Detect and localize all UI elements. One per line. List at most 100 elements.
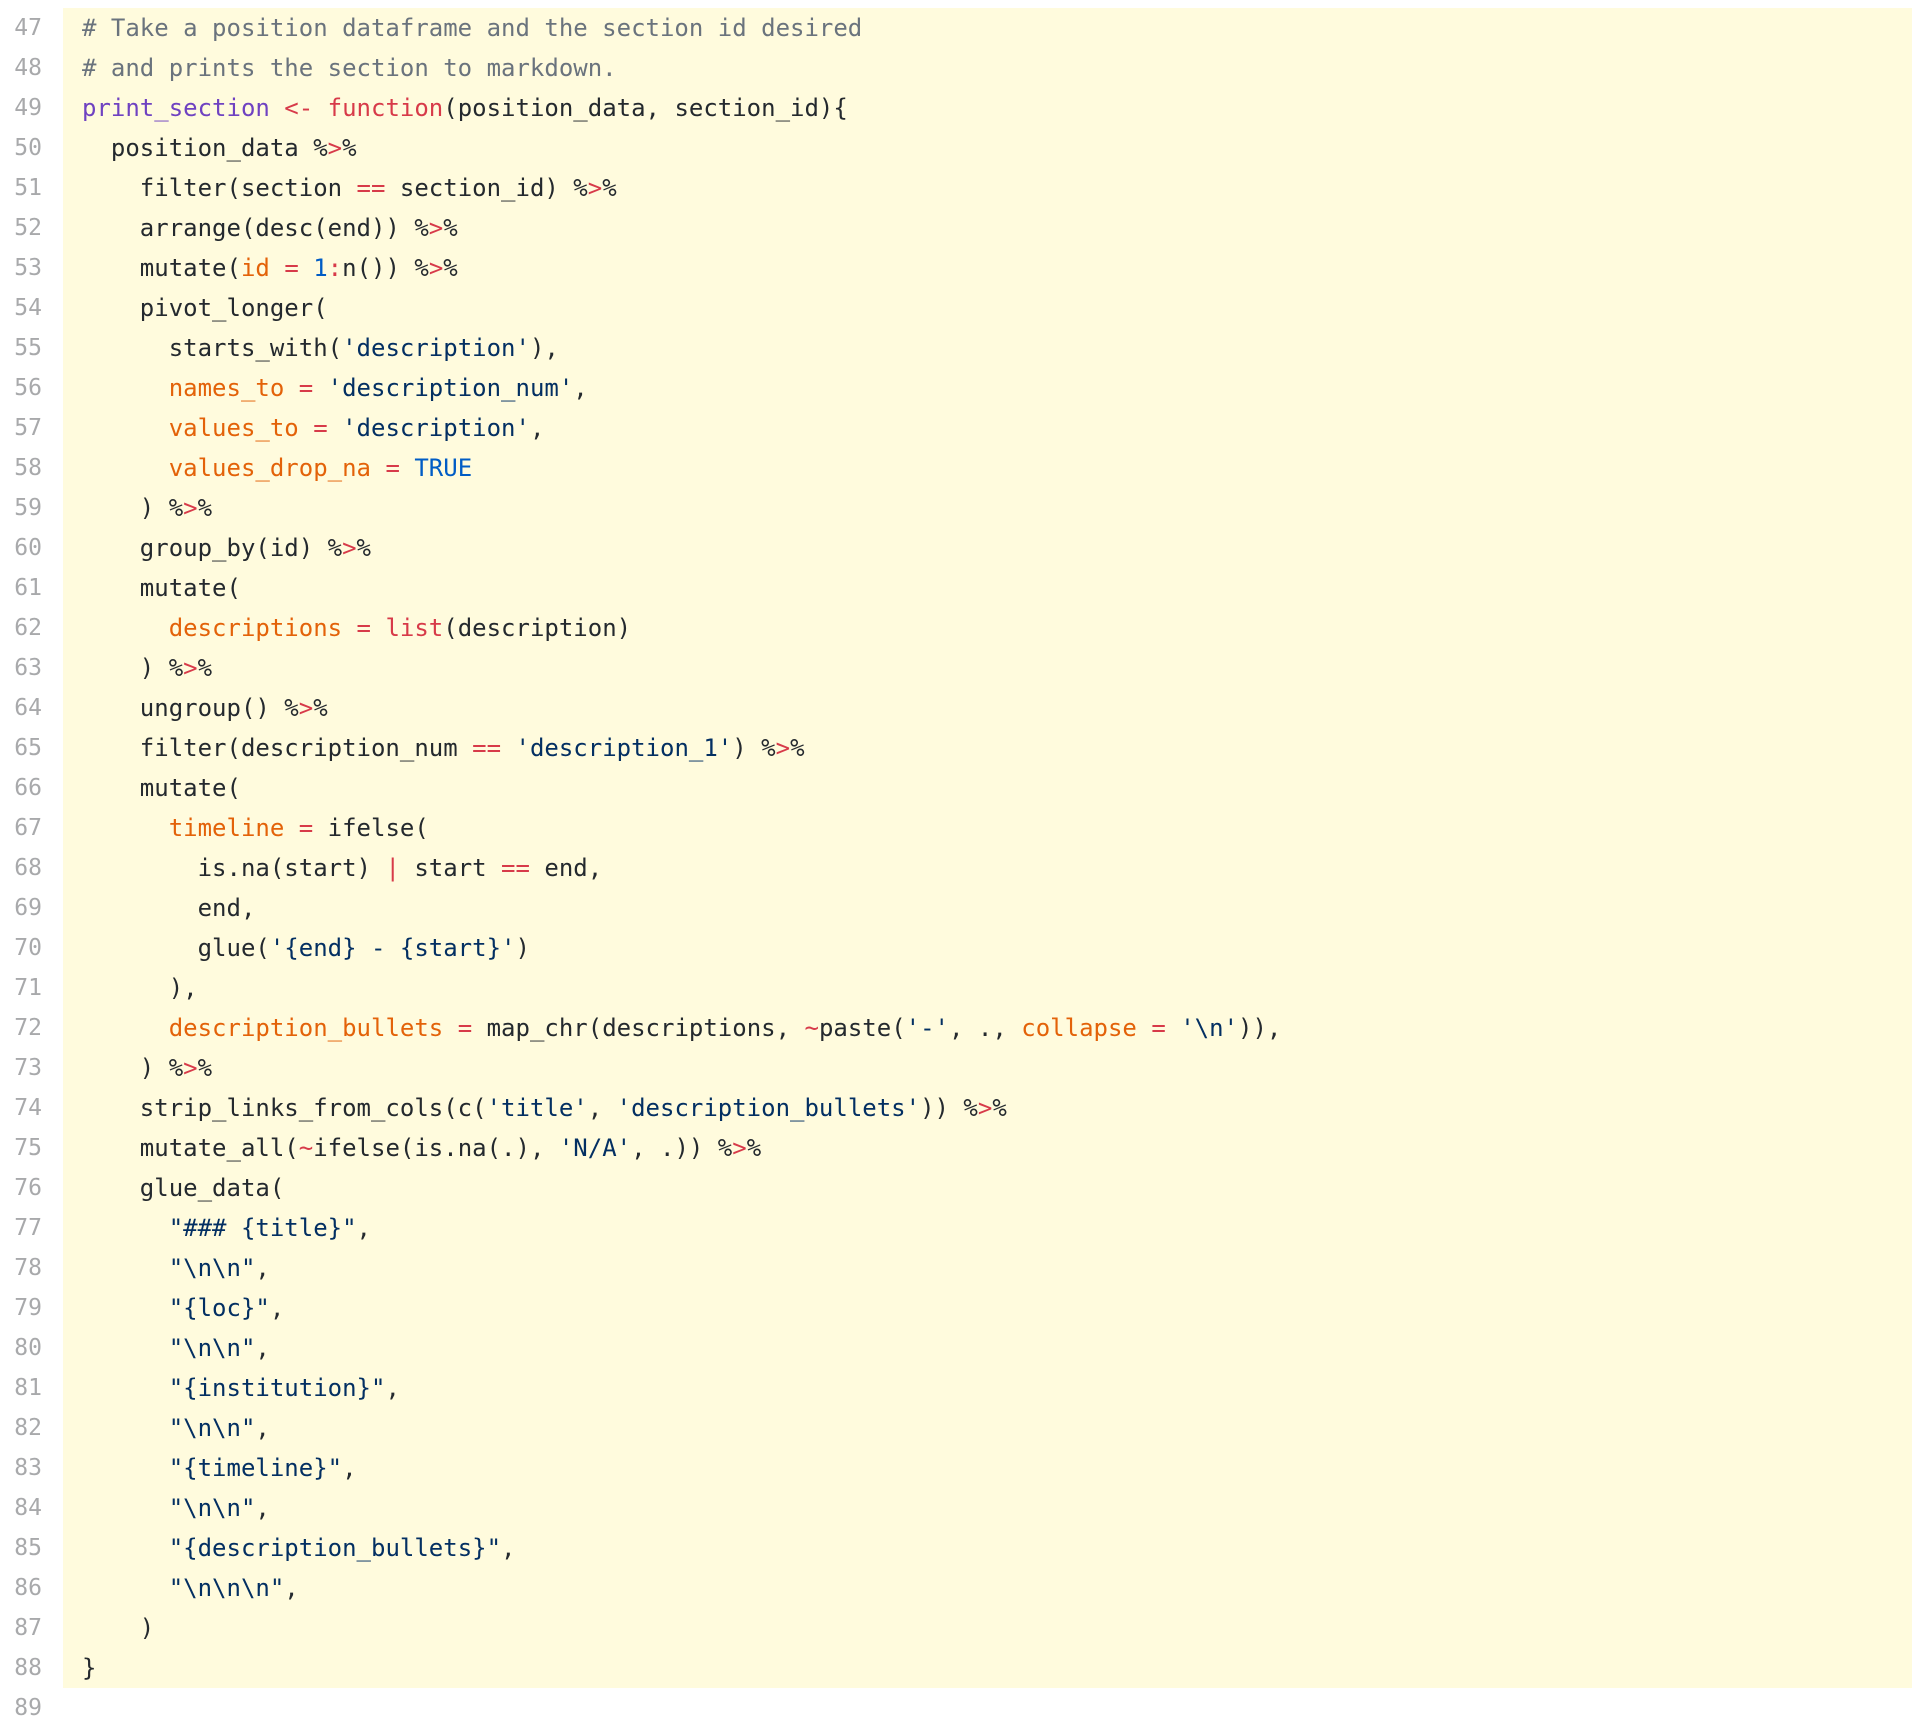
line-number[interactable]: 67 [14,815,42,841]
code-line: 47 # Take a position dataframe and the se… [0,8,1912,48]
line-number[interactable]: 88 [14,1655,42,1681]
line-code: ) %>% [82,488,212,528]
code-token: , [269,1294,285,1322]
line-number[interactable]: 79 [14,1295,42,1321]
line-number[interactable]: 55 [14,335,42,361]
code-token: > [183,1054,198,1082]
code-token [82,814,169,842]
line-number[interactable]: 63 [14,655,42,681]
code-token: = [385,454,400,482]
code-token: , [255,1494,270,1522]
line-number[interactable]: 71 [14,975,42,1001]
line-highlight [63,1248,1912,1288]
code-token [82,454,169,482]
line-number[interactable]: 64 [14,695,42,721]
line-code: "{institution}", [82,1368,400,1408]
line-highlight [63,888,1912,928]
code-line: 51 filter(section == section_id) %>% [0,168,1912,208]
line-code: glue_data( [82,1168,285,1208]
code-token: , ., [949,1014,1022,1042]
line-number[interactable]: 50 [14,135,42,161]
line-number[interactable]: 49 [14,95,42,121]
line-number[interactable]: 69 [14,895,42,921]
code-line: 78 "\n\n", [0,1248,1912,1288]
code-token: timeline [168,814,285,842]
line-number[interactable]: 73 [14,1055,42,1081]
code-token: % [790,734,805,762]
line-code: group_by(id) %>% [82,528,371,568]
line-number[interactable]: 53 [14,255,42,281]
code-token: mutate( [82,574,241,602]
line-code: filter(description_num == 'description_1… [82,728,805,768]
line-number[interactable]: 47 [14,15,42,41]
code-line: 61 mutate( [0,568,1912,608]
code-token: arrange(desc(end)) % [82,214,429,242]
line-highlight [63,1648,1912,1688]
line-number[interactable]: 84 [14,1495,42,1521]
line-number[interactable]: 87 [14,1615,42,1641]
line-number[interactable]: 76 [14,1175,42,1201]
line-code: "{timeline}", [82,1448,357,1488]
code-token: "{institution}" [168,1374,386,1402]
line-number[interactable]: 59 [14,495,42,521]
line-code: "\n\n", [82,1248,270,1288]
line-number[interactable]: 83 [14,1455,42,1481]
line-number[interactable]: 66 [14,775,42,801]
code-line: 83 "{timeline}", [0,1448,1912,1488]
line-number[interactable]: 75 [14,1135,42,1161]
line-number[interactable]: 82 [14,1415,42,1441]
line-number[interactable]: 68 [14,855,42,881]
line-number[interactable]: 62 [14,615,42,641]
code-token: % [602,174,617,202]
code-token: values_to [168,414,299,442]
line-code: mutate( [82,768,241,808]
line-number[interactable]: 70 [14,935,42,961]
code-token: % [443,254,458,282]
line-number[interactable]: 54 [14,295,42,321]
line-number[interactable]: 89 [14,1695,42,1721]
code-token [313,94,327,122]
code-token: "### {title}" [168,1214,357,1242]
line-number[interactable]: 60 [14,535,42,561]
line-highlight [63,1048,1912,1088]
line-number[interactable]: 58 [14,455,42,481]
line-number[interactable]: 80 [14,1335,42,1361]
code-token: 'description_num' [327,374,574,402]
code-token: % [197,654,213,682]
line-highlight [63,408,1912,448]
line-number[interactable]: 72 [14,1015,42,1041]
line-number[interactable]: 51 [14,175,42,201]
code-token: group_by(id) % [82,534,343,562]
code-token: "\n\n" [168,1254,256,1282]
line-number[interactable]: 61 [14,575,42,601]
code-token: = [298,374,314,402]
code-token [82,1454,169,1482]
line-number[interactable]: 85 [14,1535,42,1561]
line-number[interactable]: 78 [14,1255,42,1281]
line-number[interactable]: 77 [14,1215,42,1241]
code-token: 'description' [342,414,530,442]
code-token: '\n' [1180,1014,1239,1042]
code-line: 57 values_to = 'description', [0,408,1912,448]
code-token: , .)) % [631,1134,733,1162]
line-number[interactable]: 81 [14,1375,42,1401]
line-number[interactable]: 74 [14,1095,42,1121]
line-number[interactable]: 48 [14,55,42,81]
code-line: 56 names_to = 'description_num', [0,368,1912,408]
code-token: = [284,254,299,282]
code-token: , [255,1254,270,1282]
code-token: list [385,614,444,642]
code-token: is.na(start) [82,854,386,882]
code-line: 54 pivot_longer( [0,288,1912,328]
code-line: 63 ) %>% [0,648,1912,688]
code-token: # Take a position dataframe and the sect… [82,14,863,42]
code-token: ), [529,334,559,362]
line-number[interactable]: 86 [14,1575,42,1601]
line-number[interactable]: 57 [14,415,42,441]
line-number[interactable]: 52 [14,215,42,241]
line-highlight [63,768,1912,808]
line-number[interactable]: 65 [14,735,42,761]
line-number[interactable]: 56 [14,375,42,401]
code-token: collapse [1021,1014,1137,1042]
